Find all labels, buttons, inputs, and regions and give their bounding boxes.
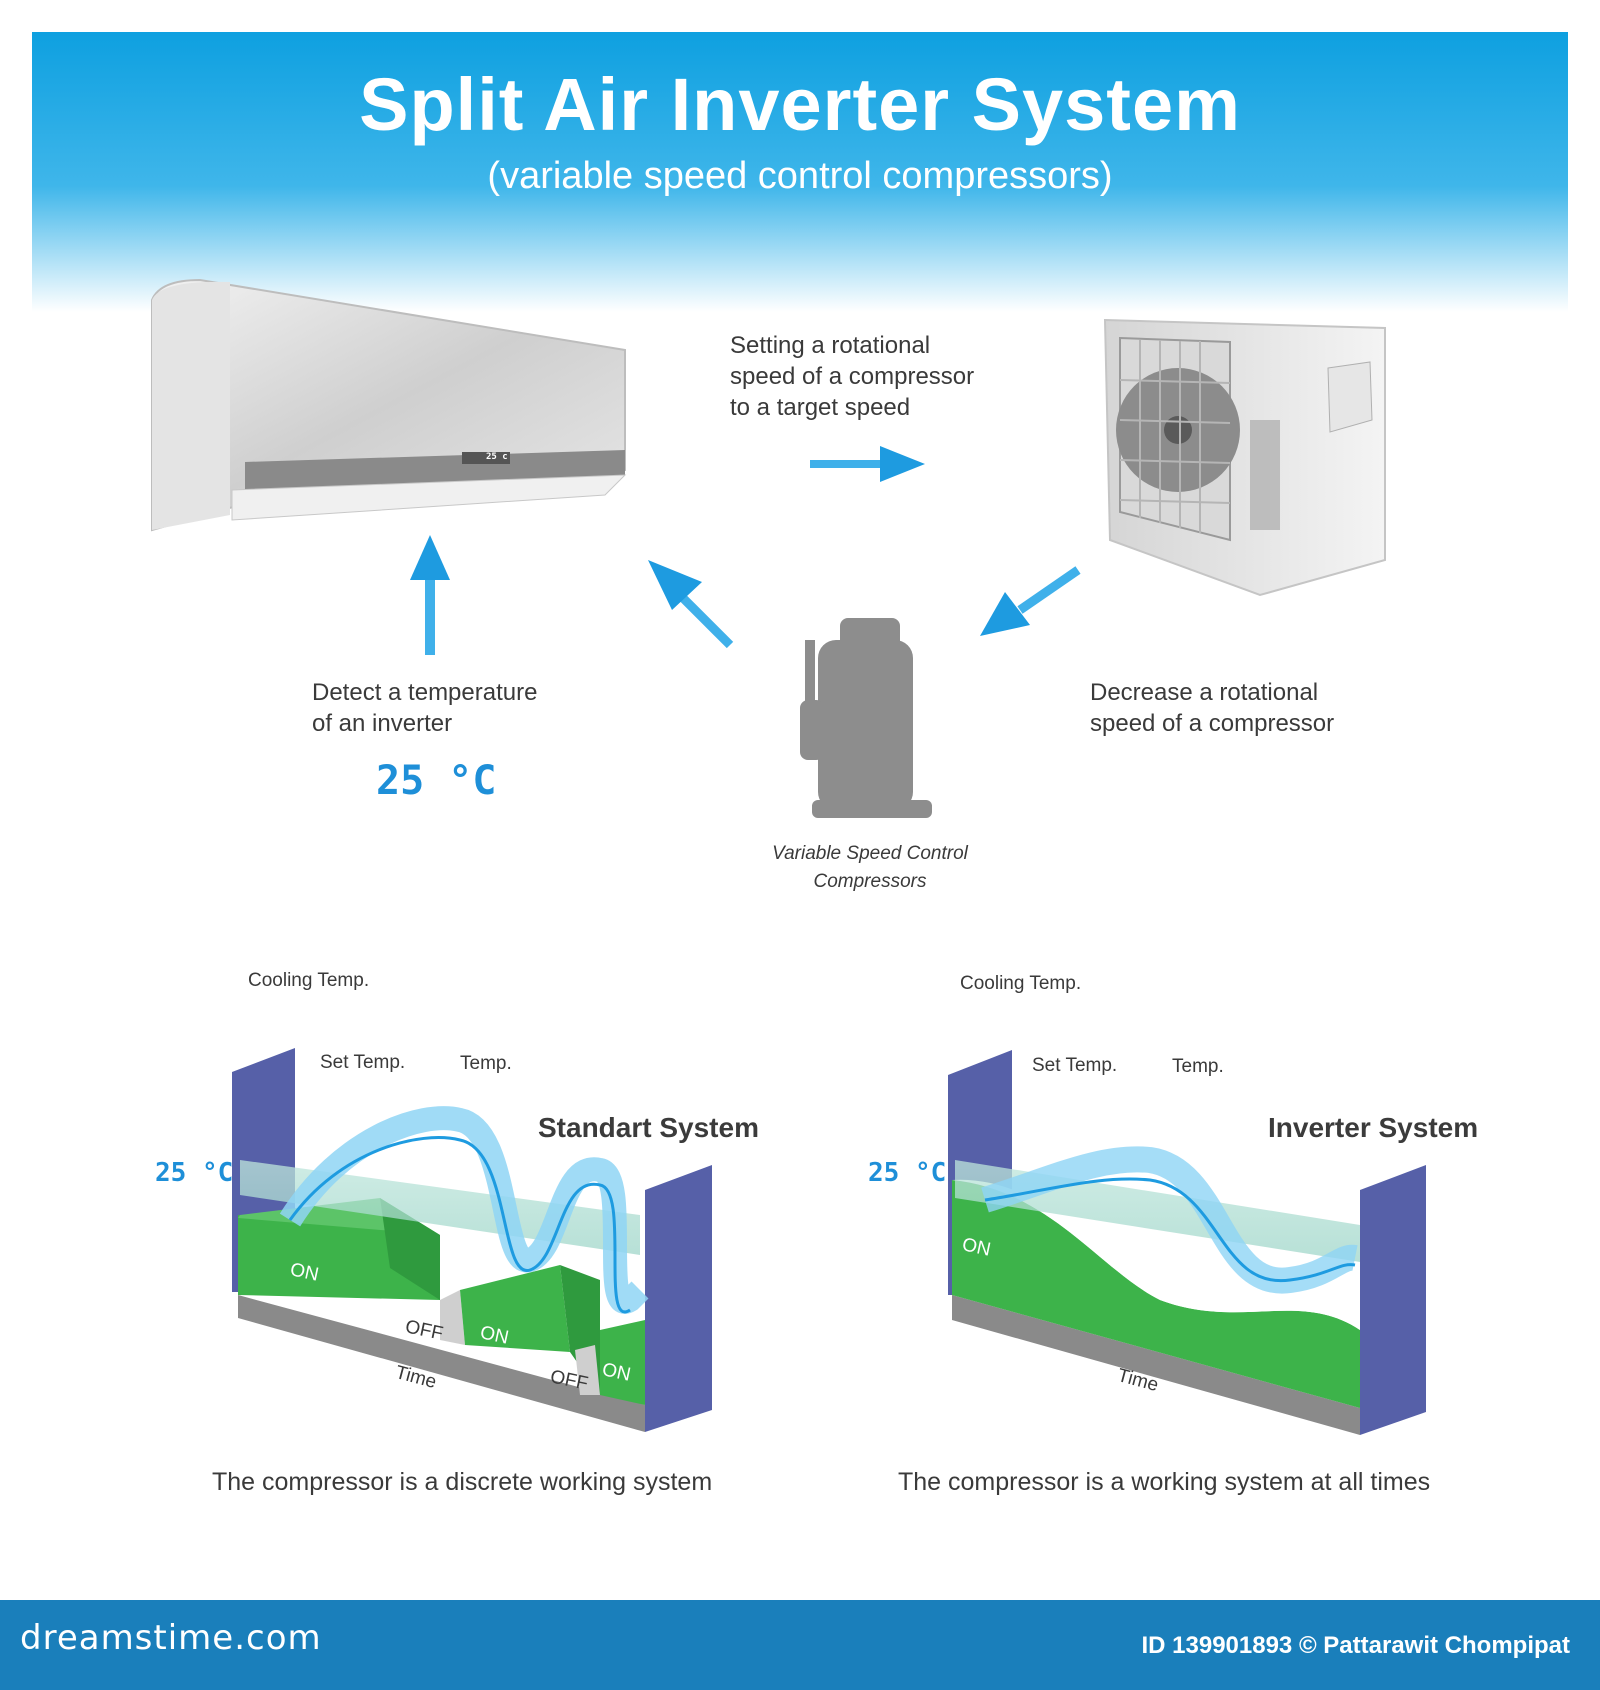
standard-cooling-temp: Cooling Temp. (248, 970, 370, 991)
standard-temp: Temp. (460, 1053, 512, 1074)
step-detect-line-2: of an inverter (312, 710, 453, 737)
step-setting-line-3: to a target speed (730, 394, 911, 421)
step-decrease-speed: Decrease a rotational speed of a compres… (1090, 677, 1334, 739)
inverter-chart (948, 1050, 1426, 1435)
standard-system-title: Standart System (538, 1112, 759, 1143)
outdoor-ac-unit (1103, 318, 1386, 597)
inverter-temp: Temp. (1172, 1056, 1224, 1077)
page-title: Split Air Inverter System (359, 63, 1241, 146)
header-banner (32, 32, 1568, 312)
standard-set-temp: Set Temp. (320, 1052, 406, 1073)
compressor-caption: Variable Speed Control Compressors (740, 840, 1000, 896)
step-detect-temperature: Detect a temperature of an inverter (312, 677, 537, 739)
step-setting-line-2: speed of a compressor (730, 363, 975, 390)
inverter-cooling-temp: Cooling Temp. (960, 973, 1082, 994)
standard-temp-value: 25 °C (155, 1158, 234, 1188)
compressor-caption-line-1: Variable Speed Control (772, 843, 968, 864)
inverter-system-title: Inverter System (1268, 1112, 1479, 1143)
standard-caption: The compressor is a discrete working sys… (212, 1468, 713, 1496)
page-subtitle: (variable speed control compressors) (487, 155, 1113, 197)
footer-credit: ID 139901893 © Pattarawit Chompipat (1141, 1632, 1570, 1659)
standard-chart (232, 1048, 712, 1432)
indoor-unit-display: 25 c (486, 452, 508, 462)
inverter-set-temp: Set Temp. (1032, 1055, 1118, 1076)
indoor-ac-unit (151, 278, 627, 532)
flow-arrows (410, 446, 1081, 655)
footer-bar (0, 1600, 1600, 1690)
step-setting-line-1: Setting a rotational (730, 332, 931, 359)
step-detect-line-1: Detect a temperature (312, 679, 538, 706)
footer-brand[interactable]: dreamstime.com (20, 1618, 322, 1658)
step-setting-speed: Setting a rotational speed of a compress… (730, 330, 974, 423)
inverter-caption: The compressor is a working system at al… (898, 1468, 1431, 1496)
step-decrease-line-1: Decrease a rotational (1090, 679, 1319, 706)
inverter-temp-value: 25 °C (868, 1158, 947, 1188)
detected-temperature: 25 °C (376, 758, 497, 804)
step-decrease-line-2: speed of a compressor (1090, 710, 1335, 737)
compressor-caption-line-2: Compressors (813, 871, 927, 892)
compressor-silhouette (800, 618, 932, 818)
